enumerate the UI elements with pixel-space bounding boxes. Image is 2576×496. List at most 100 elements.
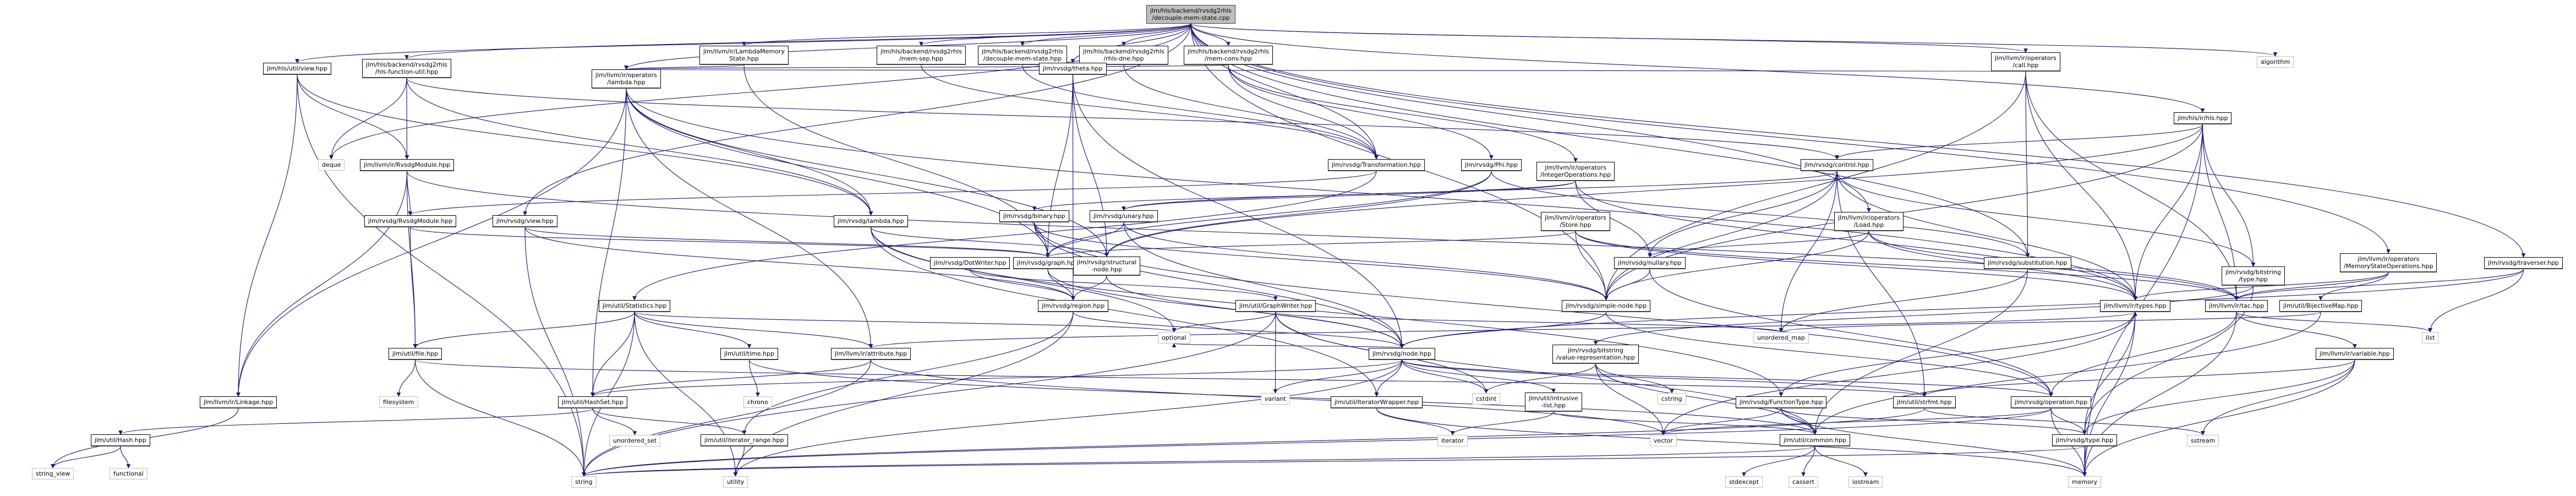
node-iterator[interactable]: iterator <box>1437 435 1468 446</box>
node-rvsdg-type[interactable]: jlm/rvsdg/type.hpp <box>2052 434 2117 446</box>
node-unary[interactable]: jlm/rvsdg/unary.hpp <box>1090 210 1158 222</box>
node-hls-view[interactable]: jlm/hls/util/view.hpp <box>263 63 331 75</box>
node-cassert[interactable]: cassert <box>1789 476 1818 488</box>
node-iostream[interactable]: iostream <box>1848 476 1883 488</box>
node-bit-type[interactable]: jlm/rvsdg/bitstring /type.hpp <box>2222 266 2285 286</box>
node-iter-range[interactable]: jlm/util/iterator_range.hpp <box>701 434 788 446</box>
node-load[interactable]: jlm/llvm/ir/operators /Load.hpp <box>1834 212 1904 231</box>
node-variant[interactable]: variant <box>1261 393 1290 405</box>
node-dotwriter[interactable]: jlm/rvsdg/DotWriter.hpp <box>930 257 1010 269</box>
edge-dotwriter-to-region <box>969 269 1075 301</box>
edge-statistics-to-optional <box>634 312 1176 333</box>
node-hash[interactable]: jlm/util/Hash.hpp <box>91 434 150 446</box>
node-variable[interactable]: jlm/llvm/ir/variable.hpp <box>2316 348 2394 360</box>
edge-value_repr-to-vector <box>1595 363 1666 435</box>
node-filesystem[interactable]: filesystem <box>379 396 418 408</box>
edge-root-to-hls <box>1190 23 2205 113</box>
node-structural[interactable]: jlm/rvsdg/structural -node.hpp <box>1073 257 1141 276</box>
node-string-view[interactable]: string_view <box>32 468 74 479</box>
node-llvm-module[interactable]: jlm/llvm/ir/RvsdgModule.hpp <box>360 159 455 171</box>
edge-region-to-node <box>1073 312 1404 348</box>
node-operation[interactable]: jlm/rvsdg/operation.hpp <box>2011 396 2092 408</box>
node-file[interactable]: jlm/util/file.hpp <box>389 348 442 360</box>
node-traverser[interactable]: jlm/rvsdg/traverser.hpp <box>2484 257 2563 269</box>
node-unordered-map[interactable]: unordered_map <box>1753 332 1809 344</box>
node-decouple-hpp[interactable]: jlm/hls/backend/rvsdg2rhls /decouple-mem… <box>978 46 1067 65</box>
edge-theta-to-graph <box>1046 74 1074 258</box>
node-time[interactable]: jlm/util/time.hpp <box>720 348 778 360</box>
node-intrusive[interactable]: jlm/util/intrusive -list.hpp <box>1525 393 1582 412</box>
node-store[interactable]: jlm/llvm/ir/operators /Store.hpp <box>1541 212 1610 231</box>
node-statistics[interactable]: jlm/util/Statistics.hpp <box>599 300 671 312</box>
node-hls[interactable]: jlm/hls/ir/hls.hpp <box>2174 112 2232 124</box>
node-graphwriter[interactable]: jlm/util/GraphWriter.hpp <box>1235 300 1316 312</box>
node-rvsdg-module[interactable]: jlm/rvsdg/RvsdgModule.hpp <box>364 215 457 227</box>
node-sstream[interactable]: sstream <box>2187 435 2219 446</box>
node-stdexcept[interactable]: stdexcept <box>1725 476 1763 488</box>
node-functional[interactable]: functional <box>110 468 147 479</box>
edge-common-to-cassert <box>1801 446 1815 477</box>
node-region[interactable]: jlm/rvsdg/region.hpp <box>1038 300 1109 312</box>
node-simple-node[interactable]: jlm/rvsdg/simple-node.hpp <box>1562 300 1651 312</box>
edge-hls-to-types <box>2133 124 2203 301</box>
node-common[interactable]: jlm/util/common.hpp <box>1780 434 1850 446</box>
node-deque[interactable]: deque <box>318 159 345 171</box>
node-hashset[interactable]: jlm/util/HashSet.hpp <box>558 396 627 408</box>
node-graph[interactable]: jlm/rvsdg/graph.hpp <box>1013 257 1082 269</box>
node-intops[interactable]: jlm/llvm/ir/operators /IntegerOperations… <box>1536 162 1615 181</box>
edge-llvm_lambda-to-linkage <box>236 88 627 397</box>
node-strfmt[interactable]: jlm/util/strfmt.hpp <box>1893 396 1956 408</box>
node-llvm-lambda[interactable]: jlm/llvm/ir/operators /lambda.hpp <box>592 69 661 89</box>
edge-tac-to-variable <box>2236 312 2357 348</box>
node-memstate-ops[interactable]: jlm/llvm/ir/operators /MemoryStateOperat… <box>2340 253 2437 272</box>
node-attribute[interactable]: jlm/llvm/ir/attribute.hpp <box>831 348 911 360</box>
node-algorithm[interactable]: algorithm <box>2257 56 2294 68</box>
node-phi[interactable]: jlm/rvsdg/Phi.hpp <box>1461 159 1522 171</box>
edge-phi-to-substitution <box>1491 171 2030 258</box>
node-control[interactable]: jlm/rvsdg/control.hpp <box>1801 159 1873 171</box>
node-linkage[interactable]: jlm/llvm/ir/Linkage.hpp <box>200 396 277 408</box>
node-tac[interactable]: jlm/llvm/ir/tac.hpp <box>2205 300 2268 312</box>
node-optional[interactable]: optional <box>1158 332 1190 344</box>
edge-unary-to-simple_node <box>1123 222 1609 301</box>
edge-operation-to-string <box>582 408 2052 477</box>
node-value-repr[interactable]: jlm/rvsdg/bitstring /value-representatio… <box>1552 345 1639 364</box>
node-utility[interactable]: utility <box>723 476 748 488</box>
node-node[interactable]: jlm/rvsdg/node.hpp <box>1369 348 1435 360</box>
node-bijective[interactable]: jlm/util/BijectiveMap.hpp <box>2279 300 2362 312</box>
node-root[interactable]: jlm/hls/backend/rvsdg2rhls /decouple-mem… <box>1146 5 1235 24</box>
node-functype[interactable]: jlm/rvsdg/FunctionType.hpp <box>1736 396 1827 408</box>
node-rhls-dne[interactable]: jlm/hls/backend/rvsdg2rhls /rhls-dne.hpp <box>1079 46 1168 65</box>
node-iterwrapper[interactable]: jlm/util/IteratorWrapper.hpp <box>1331 396 1423 408</box>
edge-control-to-nullary <box>1648 171 1837 258</box>
node-rvsdg-view[interactable]: jlm/rvsdg/view.hpp <box>493 215 557 227</box>
node-transformation[interactable]: jlm/rvsdg/Transformation.hpp <box>1328 159 1425 171</box>
edge-rvsdg_module-to-file <box>409 227 418 348</box>
node-unordered-set[interactable]: unordered_set <box>609 435 661 446</box>
node-cstdint[interactable]: cstdint <box>1472 393 1501 405</box>
node-memory[interactable]: memory <box>2068 476 2101 488</box>
edge-llvm_module-to-linkage <box>236 171 408 397</box>
edge-node-to-operation <box>1401 359 2053 397</box>
node-vector[interactable]: vector <box>1650 435 1677 446</box>
node-types[interactable]: jlm/llvm/ir/types.hpp <box>2100 300 2170 312</box>
node-mem-conv[interactable]: jlm/hls/backend/rvsdg2rhls /mem-conv.hpp <box>1184 46 1273 65</box>
edge-statistics-to-time <box>634 312 752 348</box>
node-theta[interactable]: jlm/rvsdg/theta.hpp <box>1039 63 1107 75</box>
edge-store-to-tac <box>1575 231 2239 301</box>
node-rvsdg-lambda[interactable]: jlm/rvsdg/lambda.hpp <box>834 215 908 227</box>
node-nullary[interactable]: jlm/rvsdg/nullary.hpp <box>1614 257 1686 269</box>
node-string[interactable]: string <box>571 476 597 488</box>
node-mem-sep[interactable]: jlm/hls/backend/rvsdg2rhls /mem-sep.hpp <box>877 46 966 65</box>
node-list[interactable]: list <box>2422 332 2439 344</box>
edge-phi-to-structural <box>1104 171 1492 257</box>
edge-statistics-to-hashset <box>590 312 635 397</box>
node-hls-func-util[interactable]: jlm/hls/backend/rvsdg2rhls /hls-function… <box>362 59 451 78</box>
edge-rvsdg_view-to-region <box>524 227 1075 301</box>
node-call[interactable]: jlm/llvm/ir/operators /call.hpp <box>1991 52 2060 72</box>
node-chrono[interactable]: chrono <box>743 396 772 408</box>
node-cstring[interactable]: cstring <box>1658 393 1686 405</box>
node-binary[interactable]: jlm/rvsdg/binary.hpp <box>999 210 1069 222</box>
node-lambda-mem-state[interactable]: jlm/llvm/ir/LambdaMemory State.hpp <box>699 46 789 65</box>
node-substitution[interactable]: jlm/rvsdg/substitution.hpp <box>1984 257 2071 269</box>
